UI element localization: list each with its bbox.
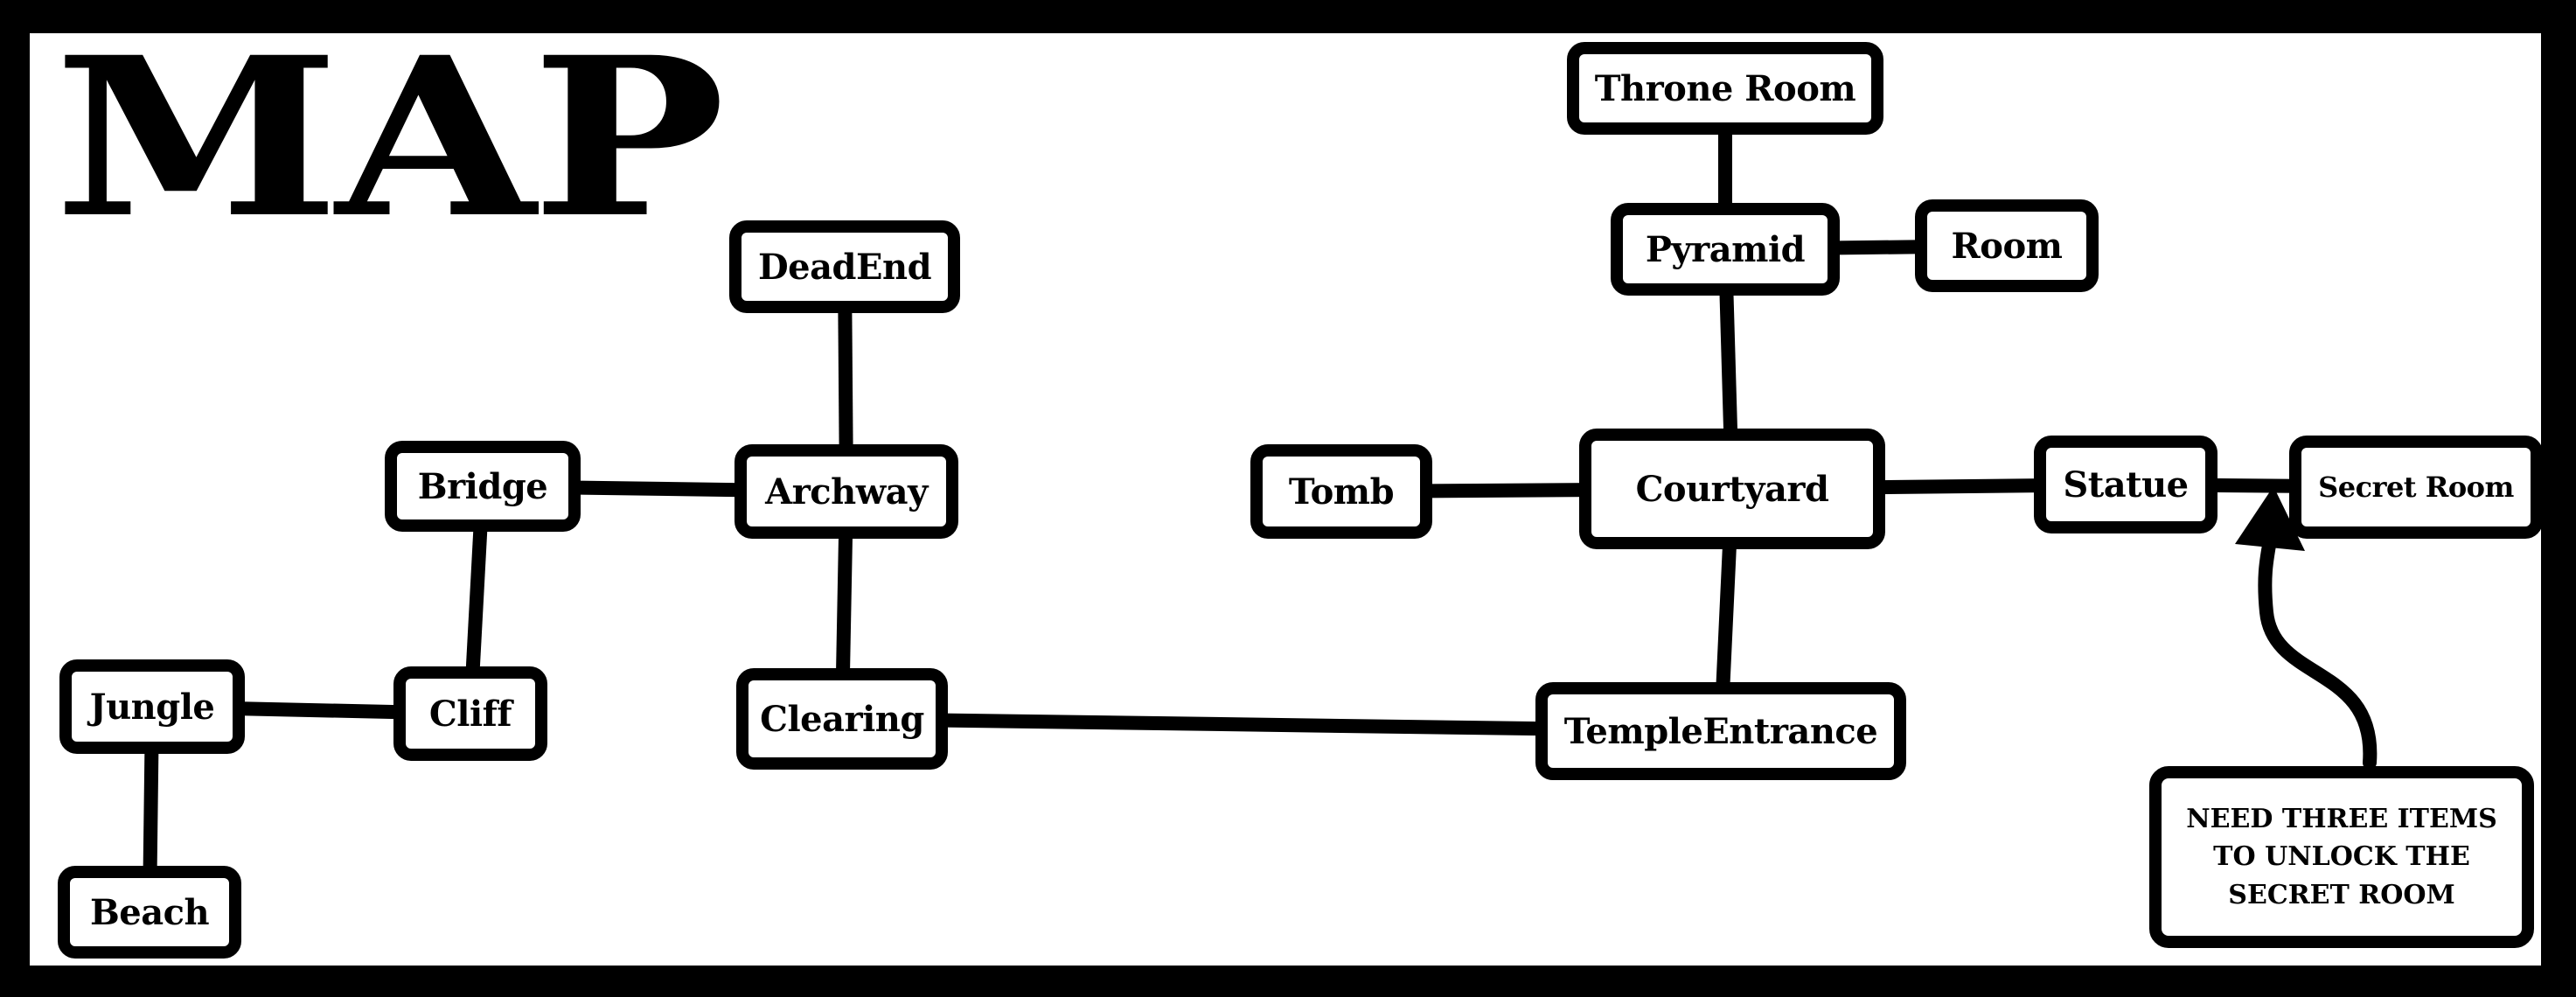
node-temple-entrance[interactable]: TempleEntrance <box>1535 682 1906 780</box>
node-archway[interactable]: Archway <box>735 444 958 539</box>
node-room[interactable]: Room <box>1915 199 2099 292</box>
node-secret-room[interactable]: Secret Room <box>2289 436 2543 539</box>
map-title: MAP <box>54 9 726 266</box>
node-tomb[interactable]: Tomb <box>1250 444 1432 539</box>
node-pyramid[interactable]: Pyramid <box>1611 203 1840 296</box>
node-bridge[interactable]: Bridge <box>385 441 581 532</box>
node-deadend[interactable]: DeadEnd <box>729 220 960 313</box>
hint-line: TO UNLOCK THE <box>2213 841 2470 873</box>
arrow-head-icon <box>2235 486 2305 551</box>
arrow-shaft <box>2258 533 2378 770</box>
node-cliff[interactable]: Cliff <box>393 666 547 761</box>
node-throne-room[interactable]: Throne Room <box>1567 42 1883 135</box>
node-courtyard[interactable]: Courtyard <box>1579 429 1885 549</box>
node-clearing[interactable]: Clearing <box>736 668 948 770</box>
node-statue[interactable]: Statue <box>2034 436 2217 533</box>
hint-line: SECRET ROOM <box>2228 879 2455 910</box>
hint-line: NEED THREE ITEMS <box>2186 803 2497 834</box>
node-beach[interactable]: Beach <box>58 866 241 959</box>
secret-room-hint: NEED THREE ITEMS TO UNLOCK THE SECRET RO… <box>2149 766 2534 948</box>
node-jungle[interactable]: Jungle <box>59 659 245 754</box>
